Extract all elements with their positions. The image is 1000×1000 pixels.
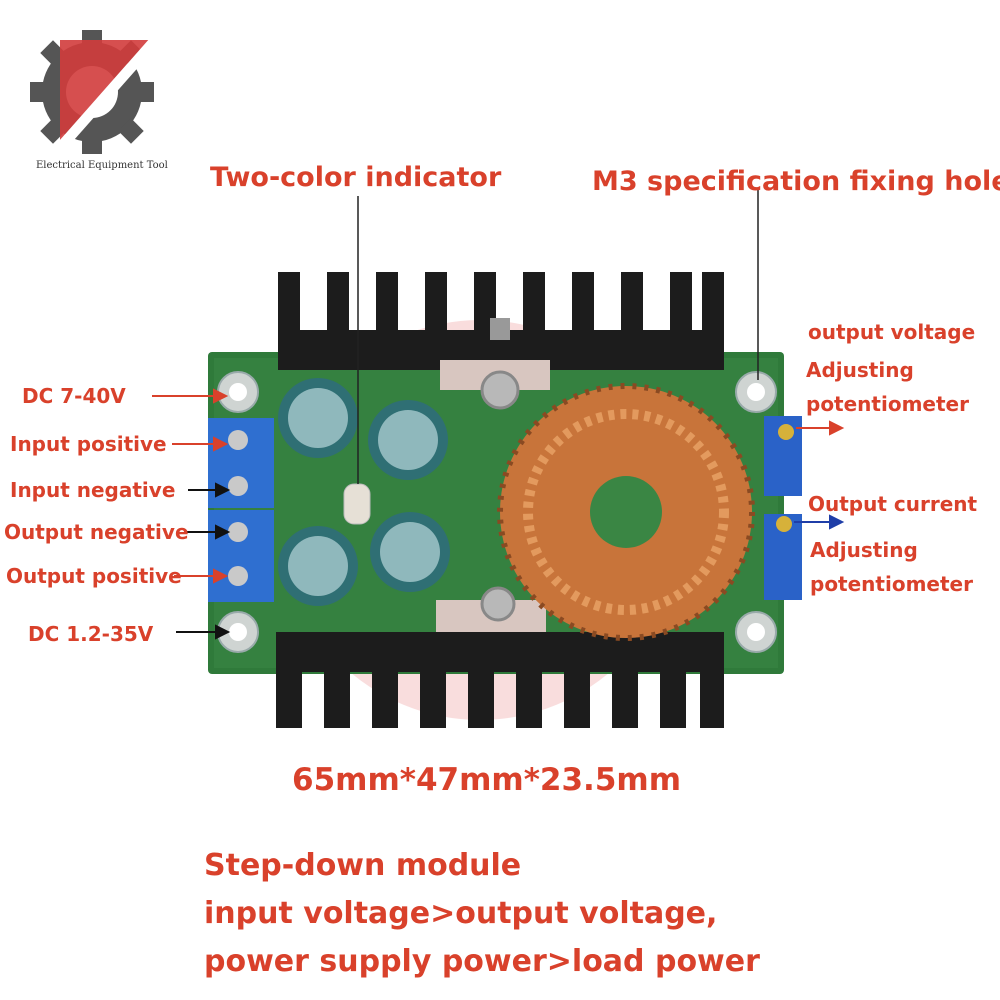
- gear-logo-icon: [30, 30, 154, 154]
- annotation-lines: [357, 188, 759, 484]
- label-input-negative: Input negative: [10, 478, 176, 502]
- label-output-negative: Output negative: [4, 520, 189, 544]
- description-line-3: power supply power>load power: [204, 944, 760, 979]
- logo-caption: Electrical Equipment Tool: [36, 160, 168, 171]
- label-voltage-pot-1: output voltage: [808, 320, 976, 344]
- red-arrows: [152, 388, 845, 584]
- toroidal-inductor: [497, 383, 755, 641]
- label-dc-output: DC 1.2-35V: [28, 622, 154, 646]
- dimensions-label: 65mm*47mm*23.5mm: [292, 762, 681, 798]
- label-two-color-indicator: Two-color indicator: [210, 162, 502, 193]
- label-input-positive: Input positive: [10, 432, 167, 456]
- bottom-screw: [480, 586, 516, 622]
- capacitors: [278, 378, 450, 606]
- label-fixing-hole: M3 specification fixing hole: [592, 166, 1000, 197]
- top-screw: [480, 370, 520, 410]
- label-voltage-pot-3: potentiometer: [806, 392, 969, 416]
- output-terminal-block: [208, 510, 274, 602]
- description-line-2: input voltage>output voltage,: [204, 896, 718, 931]
- description-line-1: Step-down module: [204, 848, 522, 883]
- blue-arrow: [794, 514, 845, 530]
- label-current-pot-2: Adjusting: [810, 538, 918, 562]
- bottom-heatsink: [276, 632, 724, 728]
- module-description: Step-down module input voltage>output vo…: [204, 842, 760, 986]
- current-potentiometer[interactable]: [764, 514, 802, 600]
- label-current-pot-3: potentiometer: [810, 572, 973, 596]
- black-arrows: [176, 482, 231, 640]
- label-voltage-pot-2: Adjusting: [806, 358, 914, 382]
- label-dc-input: DC 7-40V: [22, 384, 126, 408]
- two-color-led: [343, 483, 371, 525]
- voltage-potentiometer[interactable]: [764, 416, 802, 496]
- label-current-pot-1: Output current: [808, 492, 978, 516]
- label-output-positive: Output positive: [6, 564, 182, 588]
